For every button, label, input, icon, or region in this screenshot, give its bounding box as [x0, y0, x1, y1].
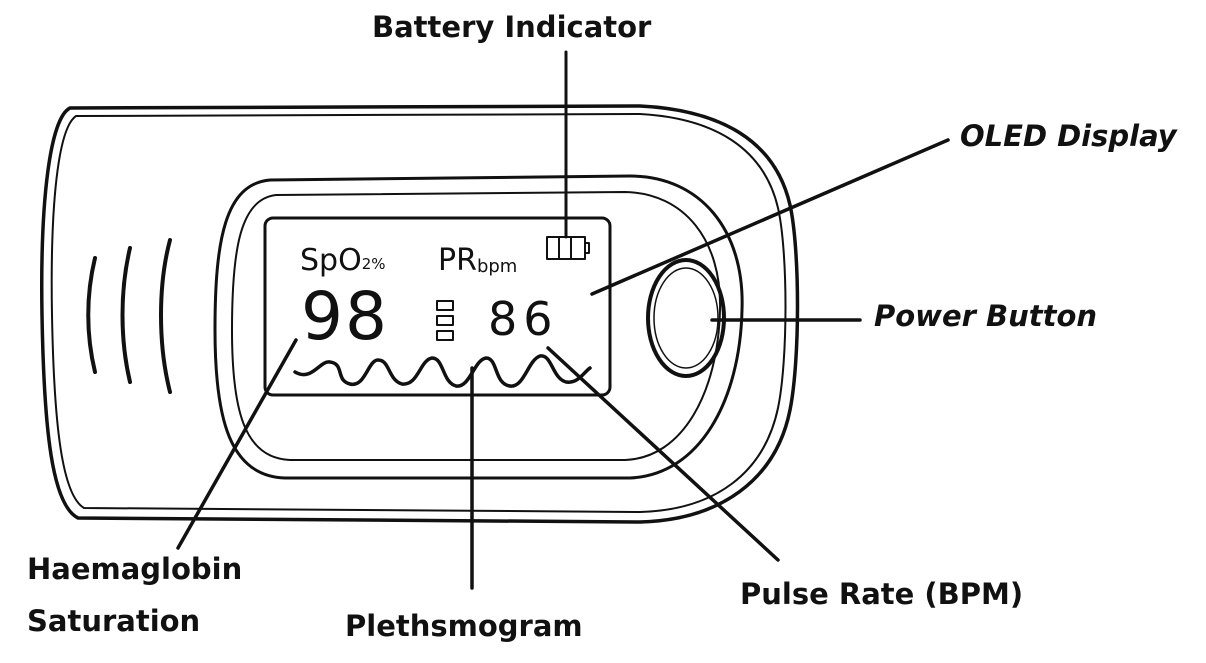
spo2-label: SpO [300, 243, 362, 278]
battery-indicator-label: Battery Indicator [372, 10, 652, 44]
grip-line-1 [86, 256, 97, 374]
plethysmogram-wave [293, 354, 592, 388]
plethysmogram-label: Plethsmogram [345, 609, 583, 643]
power-button-rim [653, 267, 719, 369]
battery-icon [546, 236, 590, 260]
device-body-outer [40, 104, 800, 524]
oled-display-leader [590, 138, 950, 296]
screen-bezel-outer [213, 174, 744, 480]
haemoglobin-saturation-label-line2: Saturation [27, 604, 201, 638]
svg-text:SpO2%: SpO2% [300, 243, 386, 278]
pulse-rate-label: Pulse Rate (BPM) [740, 577, 1024, 611]
haemoglobin-saturation-label-line1: Haemaglobin [27, 552, 243, 586]
pr-label: PR [438, 243, 477, 278]
power-button-label: Power Button [874, 299, 1098, 333]
pr-value: 86 [488, 292, 559, 346]
grip-line-3 [159, 238, 172, 394]
power-button[interactable] [646, 258, 726, 378]
oled-display-label: OLED Display [960, 119, 1177, 153]
spo2-unit: 2% [362, 255, 386, 273]
pulse-rate-leader [546, 346, 780, 562]
oled-screen [263, 216, 612, 397]
haemoglobin-saturation-leader [176, 338, 298, 550]
pr-unit: bpm [477, 256, 517, 277]
spo2-value: 98 [301, 278, 389, 355]
device-body-inner [50, 113, 787, 513]
svg-text:PRbpm: PRbpm [438, 243, 517, 278]
pulse-bar-indicator [436, 300, 454, 341]
grip-line-2 [120, 246, 132, 384]
